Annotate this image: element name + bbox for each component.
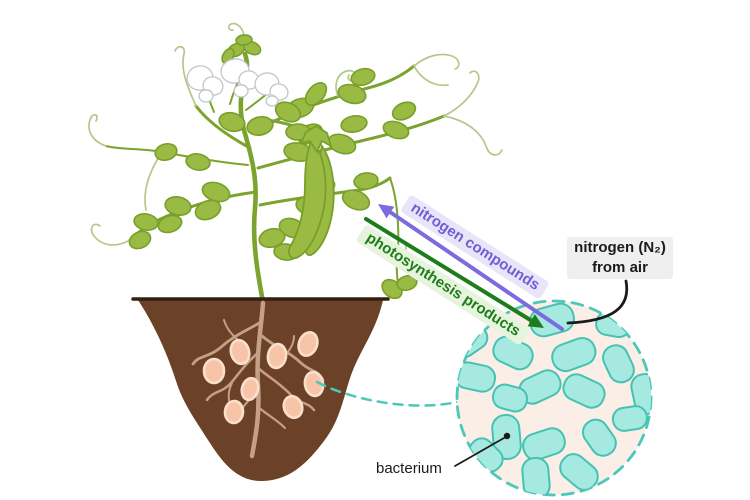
nitrogen-compounds-arrow: [378, 204, 564, 331]
soil-mound: [131, 297, 390, 482]
bacterium-cell: [521, 456, 551, 495]
bacterium-cell: [611, 405, 648, 432]
nitrogen-from-air-arrow: [566, 279, 629, 325]
nitrogen-from-air-line2: from air: [592, 259, 648, 276]
root-nodule: [229, 338, 251, 366]
root-nodule: [266, 342, 288, 370]
root-nodule: [202, 357, 226, 385]
pea-flowers: [186, 58, 289, 107]
pod-calyx: [299, 124, 333, 154]
bacterium-cell: [581, 418, 617, 457]
bacterium-label: bacterium: [376, 460, 442, 477]
root-nodule: [223, 399, 245, 425]
bacterium-cell: [457, 361, 497, 393]
bacterium-cell: [559, 453, 599, 491]
root-nodules: [202, 331, 325, 425]
nitrogen-from-air-label: nitrogen (N₂) from air: [567, 237, 673, 279]
pea-pods: [287, 124, 335, 259]
bacterium-cell: [551, 336, 597, 373]
root-nodule: [240, 376, 260, 402]
pea-plant: [88, 22, 503, 305]
nitrogen-from-air-line1: nitrogen (N₂): [574, 239, 666, 256]
root-nodule: [303, 370, 325, 398]
photosynthesis-products-arrow: [364, 217, 544, 328]
bacterium-cell: [602, 344, 635, 384]
bacterium-pointer: [454, 432, 511, 467]
root-nodule: [282, 394, 304, 420]
root-nodule: [297, 331, 319, 357]
bacterium-cell: [562, 373, 606, 409]
bacterium-cell: [522, 427, 566, 461]
bacteria-zoom-circle: [455, 299, 653, 497]
zoom-connector-dashed-line: [315, 380, 463, 407]
bacterium-cell: [491, 383, 529, 413]
